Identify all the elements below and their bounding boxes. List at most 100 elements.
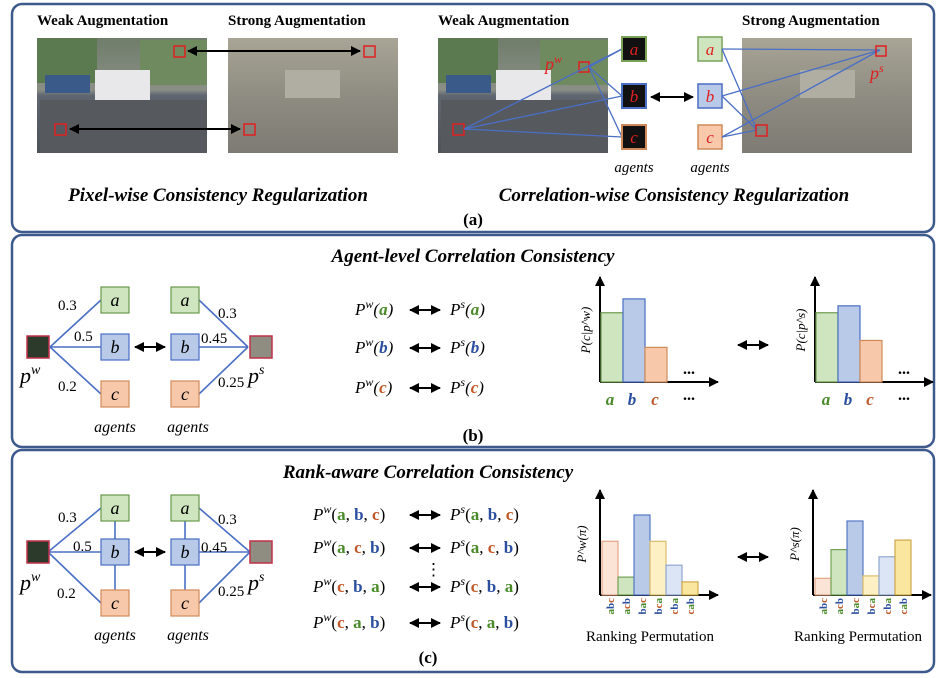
strong-image-2 [742,38,912,153]
hist-c-right-label-cba: cba [882,598,894,615]
weak-augmentation-label-1: Weak Augmentation [37,13,169,29]
perm-right-3: Ps(c, a, b) [449,610,519,632]
hist-c-left-xlabel: Ranking Permutation [586,629,714,645]
graph-b [26,286,273,408]
perm-right-1: Ps(a, c, b) [449,535,519,557]
svg-text:c: c [706,128,714,147]
hist-c-right-bar-abc [814,577,832,596]
weight-c-right-2: 0.25 [218,584,244,600]
agent-b-b-right: b [181,337,190,357]
agent-b-a-right: a [181,290,190,310]
hist-c-left-label-cba: cba [669,598,681,615]
caption-b: (b) [463,426,484,445]
hist-c-right-bar-cba [878,556,896,596]
ps-marker [875,45,887,57]
hist-c-left-label-cab: cab [685,598,697,615]
title-agent-level: Agent-level Correlation Consistency [331,246,615,267]
hist-b-left-cat-c: c [651,390,659,409]
agents-label-c-left: agents [94,627,136,644]
hist-c-left-bar-cab [681,581,699,596]
weight-b-right-1: 0.45 [201,331,227,347]
weight-c-left-2: 0.2 [57,586,76,602]
ps-label-a: ps [868,61,884,83]
vdots: ⋮ [425,560,442,579]
pairs-b: Pw(a) Ps(a) Pw(b) Ps(b) Pw(c) Ps(c) [354,297,485,397]
hist-c-right-label-cab: cab [898,598,910,615]
pixel-marker-weak-bottom [54,123,67,136]
pw-label-a: pw [543,52,562,74]
hist-b-right-cat-b: b [844,390,853,409]
caption-a: (a) [463,210,483,229]
agents-label-a-right: agents [690,160,729,176]
hist-c-left-label-bca: bca [653,598,665,615]
hist-c-right-bar-bac [846,520,864,596]
agent-b-c-right: c [181,384,189,404]
weak-augmentation-label-2: Weak Augmentation [438,13,570,29]
agents-label-a-left: agents [614,160,653,176]
weight-b-right-0: 0.3 [218,306,237,322]
hist-c-right-label-bca: bca [866,598,878,615]
hist-b-left-bar-a [600,312,624,383]
hist-b-right-bar-b [837,305,861,383]
hist-c-left-label-bac: bac [637,598,649,615]
histogram-b-right [810,276,934,387]
hist-c-right-label-abc: abc [818,598,830,615]
pixel-marker-strong-bottom [243,123,256,136]
pair-b-1: Pw(b) [354,335,394,357]
svg-text:c: c [630,128,638,147]
histogram-b-left [595,276,719,387]
agent-c-c-right: c [181,593,189,613]
pw-label-c: pw [18,570,41,595]
weight-b-left-1: 0.5 [74,329,93,345]
hist-b-left-cat-b: b [628,390,637,409]
agent-c-c-left: c [111,593,119,613]
weight-b-right-2: 0.25 [218,375,244,391]
panel-b-frame [10,233,936,449]
hist-c-right-bar-acb [830,549,848,596]
panel-c-frame [10,448,936,674]
hist-c-left-bar-acb [617,576,635,596]
hist-b-left-ylabel: P(c|p^w) [578,307,593,355]
strong-agent-boxes: a b c [697,36,723,150]
weight-c-right-0: 0.3 [218,512,237,528]
caption-c: (c) [419,648,438,667]
svg-text:Ps(a): Ps(a) [449,297,485,319]
agent-c-a-right: a [181,498,190,518]
svg-text:Ps(b): Ps(b) [449,335,485,357]
agent-c-a-left: a [111,498,120,518]
strong-augmentation-label-1: Strong Augmentation [228,13,366,29]
pair-b-0: Pw(a) [354,297,394,319]
title-rank-aware: Rank-aware Correlation Consistency [282,462,574,483]
agent-b-a-left: a [111,290,120,310]
hist-b-right-ellipsis: ... [898,361,910,378]
pw-label-b: pw [18,363,41,388]
hist-c-right-bar-bca [862,575,880,596]
weak-correlation-lines [463,48,623,138]
hist-c-left-label-abc: abc [605,598,617,615]
svg-text:b: b [706,87,715,106]
perm-left-3: Pw(c, a, b) [312,610,385,632]
perm-left-2: Pw(c, b, a) [312,574,385,596]
weight-b-left-0: 0.3 [58,298,77,314]
hist-b-left-bar-c [644,346,668,383]
hist-b-right-cat-a: a [822,390,831,409]
hist-c-right-label-acb: acb [834,598,846,615]
graph-c [26,494,273,617]
permutation-equations: Pw(a, b, c)Ps(a, b, c)Pw(a, c, b)Ps(a, c… [312,502,519,632]
hist-b-right-cat-c: c [866,390,874,409]
ps-label-b: ps [246,363,265,388]
agent-c-b-left: b [111,542,120,562]
svg-text:a: a [706,40,715,59]
agent-b-b-left: b [111,337,120,357]
strong-augmentation-label-2: Strong Augmentation [742,13,880,29]
hist-c-left-bar-abc [601,540,619,596]
hist-c-left-bar-bca [649,540,667,596]
hist-b-right-bar-a [815,312,839,383]
hist-c-right-bar-cab [894,539,912,596]
perm-right-2: Ps(c, b, a) [449,574,519,596]
hist-b-left-bar-b [622,298,646,383]
pair-b-2: Pw(c) [354,375,393,397]
agents-label-b-left: agents [94,419,136,436]
